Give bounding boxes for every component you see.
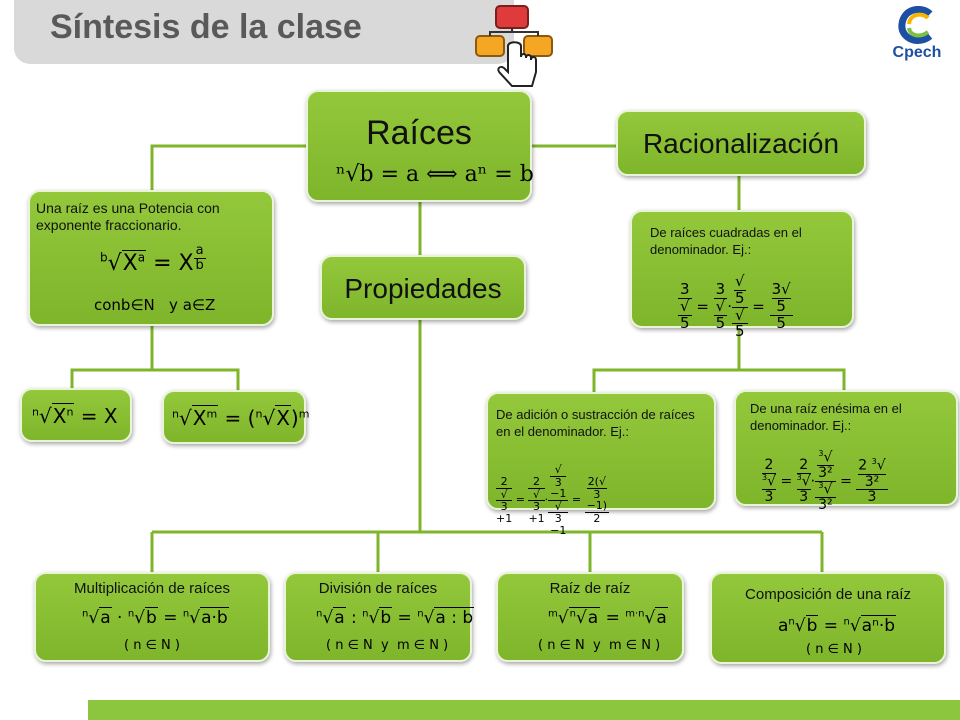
click-diagram-icon [475, 5, 553, 87]
cpech-logo-mark [898, 5, 933, 44]
composicion-title: Composición de una raíz [745, 586, 911, 603]
logo-text: Cpech [892, 44, 942, 61]
raices-title: Raíces [366, 114, 472, 152]
prop2-formula: n√Xm = (n√X)m [172, 405, 310, 430]
propiedades-title: Propiedades [344, 273, 502, 304]
cuadradas-text: De raíces cuadradas en el denominador. E… [650, 225, 802, 257]
multiplicacion-title: Multiplicación de raíces [74, 580, 230, 597]
cuadradas-box: De raíces cuadradas en el denominador. E… [630, 210, 854, 339]
composicion-condition: ( n ∈ N ) [806, 642, 862, 657]
adicion-text: De adición o sustracción de raíces en el… [496, 407, 695, 439]
division-title: División de raíces [318, 580, 438, 597]
raizderaiz-box: Raíz de raíz m√n√a = m·n√a ( n ∈ N y m ∈… [496, 572, 684, 662]
racionalizacion-title: Racionalización [642, 128, 840, 159]
composicion-formula: an√b = n√aⁿ·b [778, 615, 897, 636]
prop1-formula: n√Xn = X [32, 403, 118, 428]
page-title: Síntesis de la clase [50, 8, 362, 46]
raizderaiz-title: Raíz de raíz [549, 580, 631, 597]
adicion-formula: 2√3+1 = 2√3+1·√3−1√3−1 = 2(√3−1)2 [496, 463, 610, 537]
composicion-box: Composición de una raíz an√b = n√aⁿ·b ( … [710, 572, 946, 664]
multiplicacion-condition: ( n ∈ N ) [124, 638, 180, 653]
header-banner [14, 0, 514, 64]
raizderaiz-formula: m√n√a = m·n√a [548, 607, 668, 628]
footer-bar [88, 700, 960, 720]
prop1-result: = X [80, 404, 118, 428]
adicion-box: De adición o sustracción de raíces en el… [486, 392, 716, 536]
multiplicacion-box: Multiplicación de raíces n√a · n√b = n√a… [34, 572, 270, 662]
potencia-box: Una raíz es una Potencia con exponente f… [28, 190, 274, 326]
prop2-eq: = [224, 406, 242, 430]
division-condition: ( n ∈ N y m ∈ N ) [326, 638, 449, 653]
division-box: División de raíces n√a : n√b = n√a : b (… [284, 572, 475, 662]
cpech-logo: Cpech [884, 5, 950, 68]
raizderaiz-condition: ( n ∈ N y m ∈ N ) [538, 638, 661, 653]
enesima-box: De una raíz enésima en el denominador. E… [734, 390, 958, 513]
potencia-condition: conb∈N y a∈Z [94, 296, 216, 314]
multiplicacion-formula: n√a · n√b = n√a·b [82, 607, 229, 628]
raices-formula: ⁿ√b = a ⟺ aⁿ = b [336, 162, 534, 187]
potencia-text: Una raíz es una Potencia con exponente f… [36, 200, 220, 233]
enesima-text: De una raíz enésima en el denominador. E… [750, 401, 902, 433]
prop1-box: n√Xn = X [20, 388, 132, 442]
prop2-box: n√Xm = (n√X)m [162, 390, 310, 444]
raices-box: Raíces ⁿ√b = a ⟺ aⁿ = b [306, 90, 534, 202]
racionalizacion-box: Racionalización [616, 110, 866, 176]
propiedades-box: Propiedades [320, 255, 526, 320]
division-formula: n√a : n√b = n√a : b [316, 607, 475, 628]
